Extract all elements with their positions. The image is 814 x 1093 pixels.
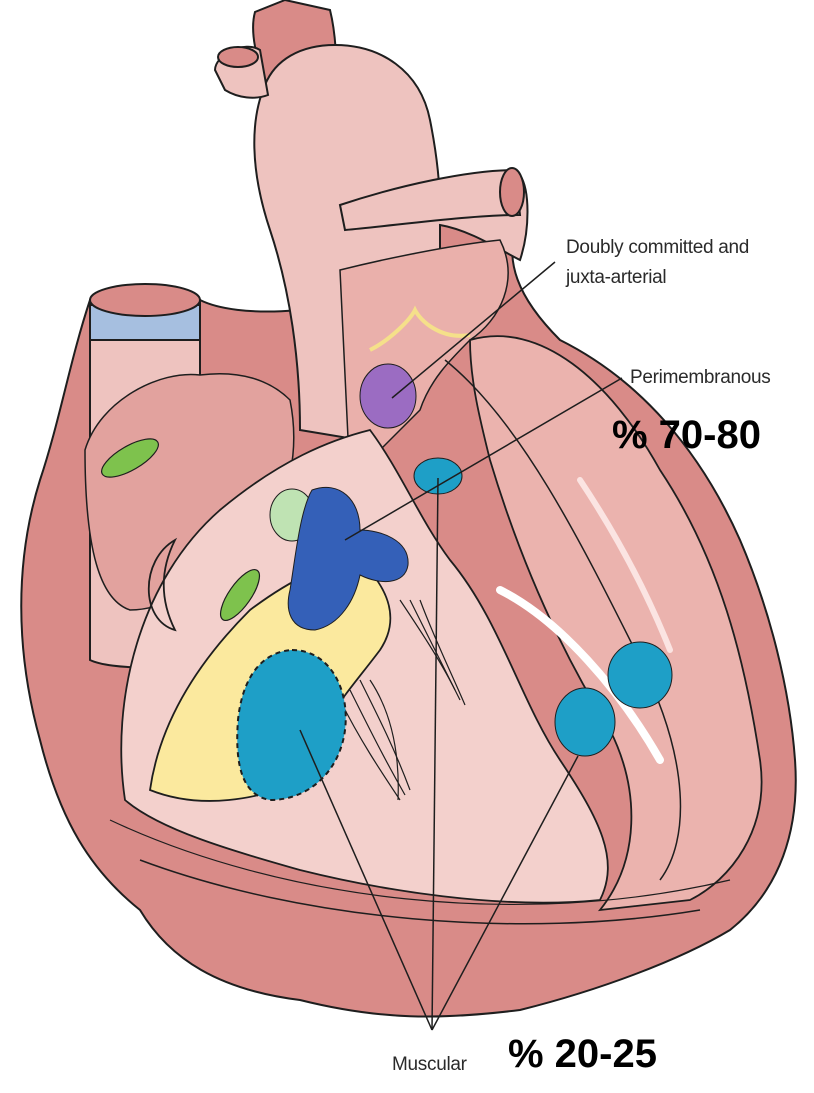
doubly-committed-label: Doubly committed and juxta-arterial bbox=[566, 233, 749, 293]
perimembranous-percentage: % 70-80 bbox=[612, 413, 761, 458]
doubly-committed-label-line1: Doubly committed and bbox=[566, 233, 749, 263]
svc-opening bbox=[90, 284, 200, 316]
muscular-percentage: % 20-25 bbox=[508, 1032, 657, 1077]
brachiocephalic-opening bbox=[218, 47, 258, 67]
doubly-committed-defect bbox=[360, 364, 416, 428]
apical-muscular-defect-2 bbox=[555, 688, 615, 756]
muscular-label: Muscular bbox=[392, 1050, 467, 1080]
doubly-committed-label-line2: juxta-arterial bbox=[566, 263, 749, 293]
perimembranous-label: Perimembranous bbox=[630, 363, 770, 393]
pulmonary-branch-opening bbox=[500, 168, 524, 216]
apical-muscular-defect-1 bbox=[608, 642, 672, 708]
